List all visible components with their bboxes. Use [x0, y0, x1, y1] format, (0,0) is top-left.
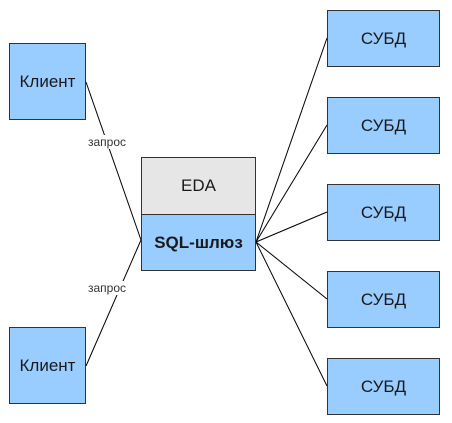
dbms-node-3: СУБД	[327, 184, 440, 241]
connector-client-top-gateway	[85, 81, 142, 241]
connector-gateway-dbms-2	[255, 124, 328, 243]
connector-gateway-dbms-4	[255, 241, 328, 300]
sql-gateway-node: SQL-шлюз	[141, 214, 256, 271]
dbms-node-5: СУБД	[327, 358, 440, 415]
client-node-bottom: Клиент	[9, 327, 86, 404]
dbms-label-4: СУБД	[360, 289, 407, 309]
dbms-node-1: СУБД	[327, 10, 440, 67]
dbms-label-2: СУБД	[360, 115, 407, 135]
client-bottom-label: Клиент	[19, 355, 76, 375]
dbms-node-2: СУБД	[327, 97, 440, 154]
client-node-top: Клиент	[9, 43, 86, 120]
eda-label: EDA	[181, 176, 216, 195]
client-top-label: Клиент	[19, 71, 76, 91]
sql-gateway-label: SQL-шлюз	[154, 232, 243, 252]
dbms-node-4: СУБД	[327, 271, 440, 328]
connector-gateway-dbms-5	[255, 241, 328, 387]
dbms-label-5: СУБД	[360, 376, 407, 396]
connector-gateway-dbms-3	[255, 211, 328, 243]
dbms-label-1: СУБД	[360, 28, 407, 48]
connector-gateway-dbms-1	[255, 37, 328, 243]
eda-node: EDA	[141, 157, 256, 215]
request-label-top: запрос	[87, 135, 128, 149]
request-label-bottom: запрос	[87, 281, 128, 295]
connector-client-bottom-gateway	[85, 239, 142, 367]
dbms-label-3: СУБД	[360, 202, 407, 222]
